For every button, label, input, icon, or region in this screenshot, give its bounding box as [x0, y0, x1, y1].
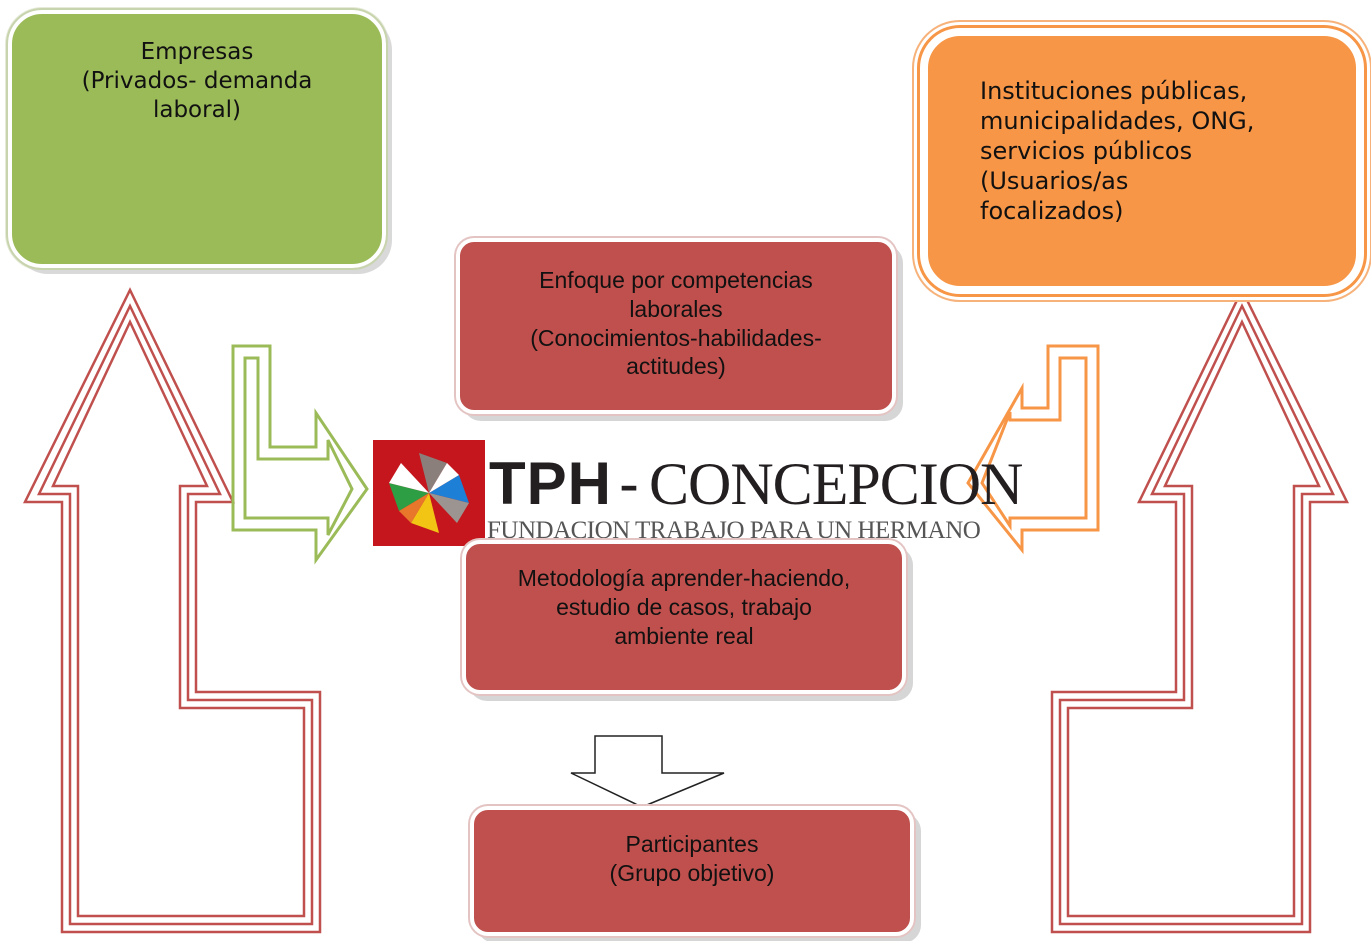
participantes-text: Participantes (Grupo objetivo): [609, 831, 775, 886]
instituciones-text: Instituciones públicas, municipalidades,…: [980, 77, 1255, 225]
green-bent-arrow: [231, 344, 369, 565]
enfoque-box: Enfoque por competencias laborales (Cono…: [456, 238, 896, 414]
logo-subtitle: FUNDACION TRABAJO PARA UN HERMANO: [487, 517, 981, 544]
metodologia-text: Metodología aprender-haciendo, estudio d…: [517, 565, 851, 649]
down-arrow: [570, 735, 725, 808]
metodologia-box: Metodología aprender-haciendo, estudio d…: [462, 540, 906, 694]
instituciones-box: Instituciones públicas, municipalidades,…: [920, 28, 1364, 294]
right-up-arrow: [1050, 287, 1350, 934]
enfoque-text: Enfoque por competencias laborales (Cono…: [530, 267, 822, 380]
pinwheel-icon: [373, 440, 485, 546]
logo-separator: -: [619, 450, 639, 517]
empresas-box: Empresas (Privados- demanda laboral): [6, 8, 388, 270]
logo-tph-text: TPH: [489, 450, 612, 517]
logo-name-text: CONCEPCION: [649, 451, 1023, 517]
left-up-arrow: [22, 287, 322, 934]
orange-bent-arrow: [966, 344, 1100, 555]
empresas-text: Empresas (Privados- demanda laboral): [81, 39, 313, 123]
tph-logo: TPH - CONCEPCION FUNDACION TRABAJO PARA …: [373, 440, 1023, 546]
participantes-box: Participantes (Grupo objetivo): [470, 806, 914, 936]
